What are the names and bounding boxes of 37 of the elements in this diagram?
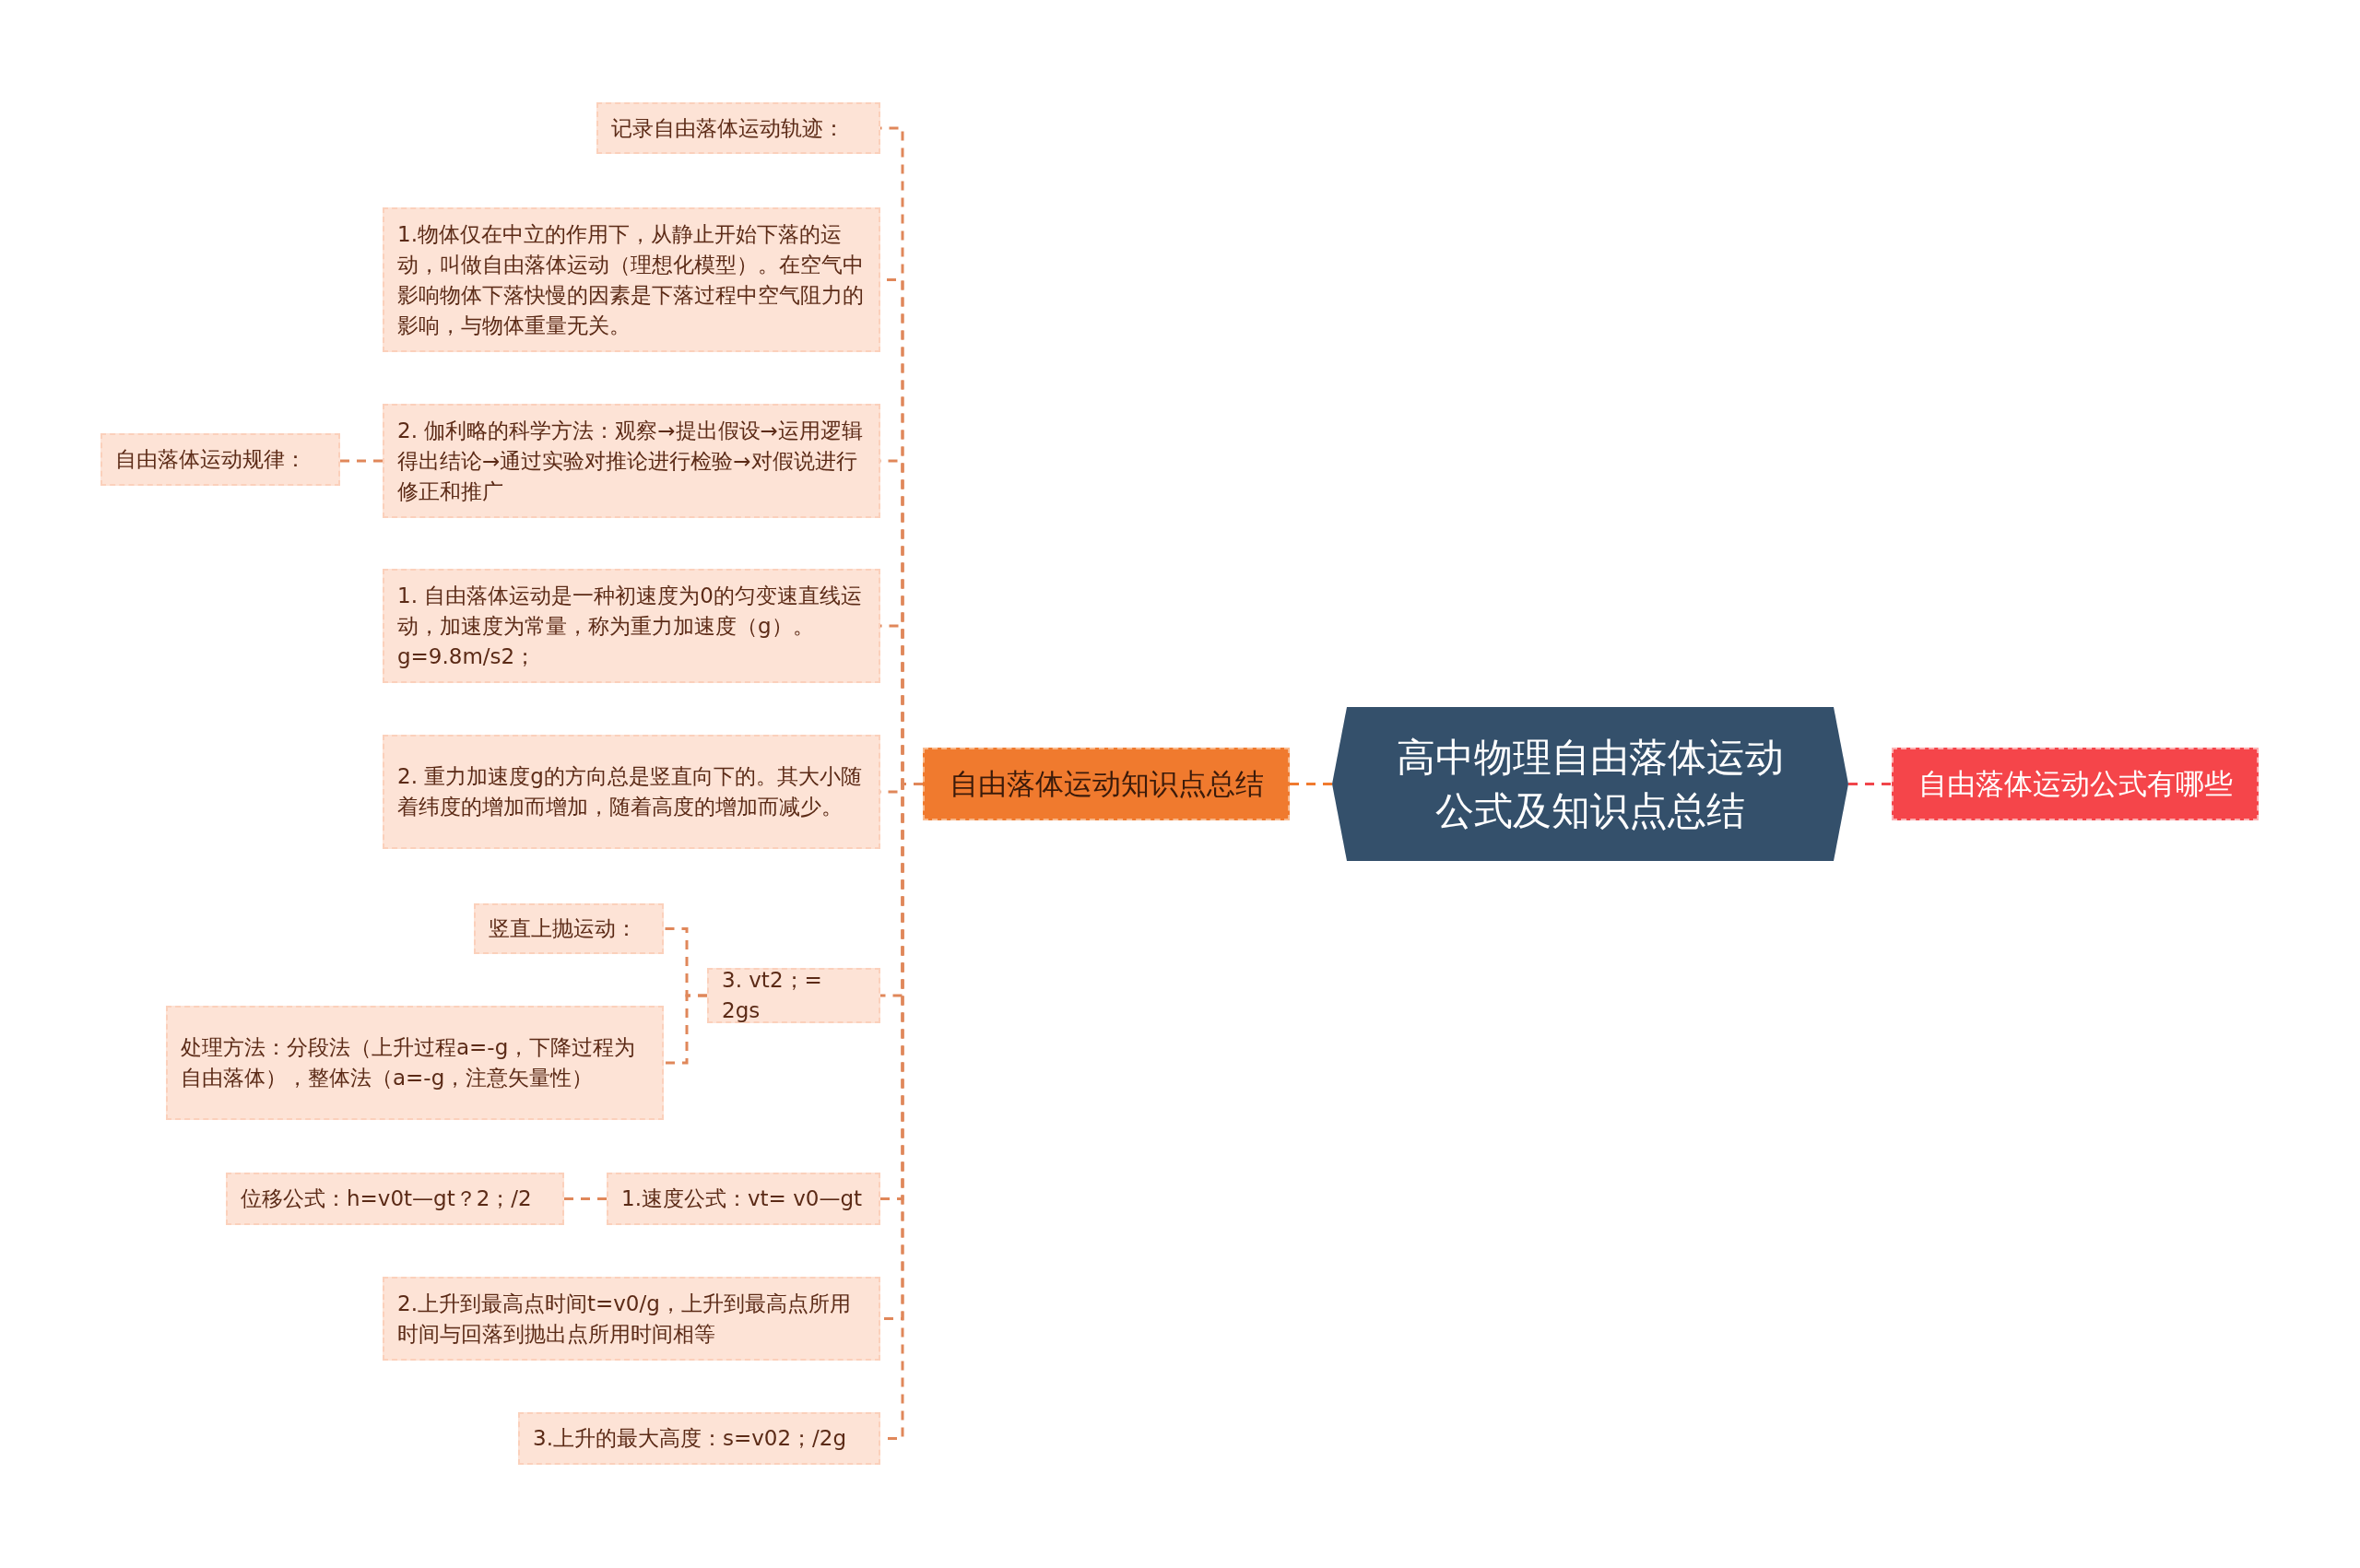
topic-text: 高中物理自由落体运动公式及知识点总结 bbox=[1397, 733, 1784, 835]
subtopic-text: 3.上升的最大高度：s=v02；/2g bbox=[533, 1425, 847, 1452]
subtopic-text: 位移公式：h=v0t—gt？2；/2 bbox=[241, 1185, 532, 1212]
connector-line bbox=[1848, 783, 1892, 785]
subtopic-text: 1.物体仅在中立的作用下，从静止开始下落的运动，叫做自由落体运动（理想化模型）。在空气中影响物体下落快慢的因素是下落过程中空气阻力的影响，与物体重量无关。 bbox=[397, 220, 865, 339]
subtopic-text: 自由落体运动规律： bbox=[115, 446, 306, 473]
branch-topic bbox=[1892, 748, 2259, 820]
subtopic-box bbox=[607, 1173, 880, 1225]
subtopic-text: 记录自由落体运动轨迹： bbox=[611, 114, 844, 142]
subtopic-box bbox=[226, 1173, 564, 1225]
subtopic-text: 1.速度公式：vt= v0—gt bbox=[621, 1185, 863, 1212]
subtopic-box bbox=[100, 433, 340, 486]
subtopic-text: 处理方法：分段法（上升过程a=-g，下降过程为自由落体），整体法（a=-g，注意矢量性） bbox=[181, 1034, 637, 1091]
branch-topic bbox=[923, 748, 1290, 820]
subtopic-box bbox=[707, 968, 880, 1023]
subtopic-box bbox=[596, 102, 880, 154]
subtopic-text: 2.上升到最高点时间t=v0/g，上升到最高点所用时间与回落到抛出点所用时间相等 bbox=[397, 1290, 852, 1348]
subtopic-text: 3. vt2；= 2gs bbox=[722, 967, 823, 1024]
connector-line bbox=[1290, 783, 1332, 785]
connector-line bbox=[340, 459, 383, 463]
subtopic-box bbox=[383, 1277, 880, 1361]
subtopic-box bbox=[383, 207, 880, 352]
subtopic-box bbox=[474, 903, 664, 954]
connector-line bbox=[564, 1197, 607, 1200]
subtopic-text: 2. 伽利略的科学方法：观察→提出假设→运用逻辑得出结论→通过实验对推论进行检验→对假说进行修正和推广 bbox=[397, 417, 864, 505]
subtopic-text: 2. 重力加速度g的方向总是竖直向下的。其大小随着纬度的增加而增加，随着高度的增加而减少。 bbox=[397, 763, 863, 820]
topic-text: 自由落体运动知识点总结 bbox=[949, 765, 1264, 802]
subtopic-box bbox=[518, 1412, 880, 1465]
subtopic-box bbox=[383, 569, 880, 683]
connector-line bbox=[664, 994, 707, 1065]
subtopic-box bbox=[383, 735, 880, 849]
subtopic-box bbox=[383, 404, 880, 518]
subtopic-text: 1. 自由落体运动是一种初速度为0的匀变速直线运动，加速度为常量，称为重力加速度（g）。g=9.8m/s2； bbox=[397, 582, 863, 670]
subtopic-box bbox=[166, 1006, 664, 1120]
subtopic-text: 竖直上抛运动： bbox=[489, 915, 637, 942]
topic-text: 自由落体运动公式有哪些 bbox=[1918, 765, 2233, 802]
central-topic bbox=[1332, 707, 1848, 861]
